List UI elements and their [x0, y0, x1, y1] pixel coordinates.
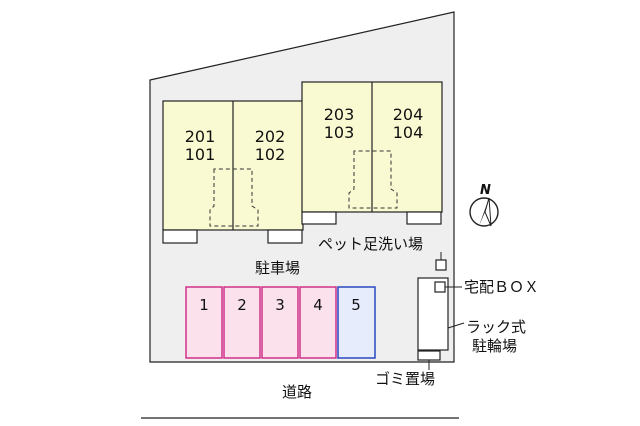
unit-label-203-103: 203 103: [309, 106, 369, 142]
north-arrow-icon: [469, 197, 499, 227]
pet-wash-station: [435, 259, 447, 271]
north-label: N: [480, 183, 491, 198]
garbage-area: [417, 350, 441, 361]
parking-label: 駐車場: [255, 259, 301, 277]
unit-number-upper: 204: [392, 105, 424, 124]
bike-rack-label-line2: 駐輪場: [472, 337, 518, 355]
parking-number: 5: [351, 296, 361, 314]
parking-space-1: [185, 286, 223, 359]
delivery-box: [434, 281, 446, 293]
leader-line: [447, 322, 465, 329]
parking-space-3: [261, 286, 299, 359]
balcony: [406, 211, 442, 225]
building-right: [301, 81, 443, 225]
road-label: 道路: [282, 383, 313, 401]
pet-wash-label: ペット足洗い場: [318, 235, 424, 253]
unit-number-lower: 101: [184, 145, 216, 164]
parking-space-5: [337, 286, 376, 359]
delivery-box-label: 宅配ＢＯＸ: [464, 278, 540, 296]
unit-number-lower: 102: [254, 145, 286, 164]
parking-number: 2: [237, 296, 247, 314]
garbage-label: ゴミ置場: [375, 370, 436, 388]
bike-rack-label-line1: ラック式: [466, 318, 527, 336]
parking-space-2: [223, 286, 261, 359]
balcony: [267, 229, 303, 244]
parking-number: 3: [275, 296, 285, 314]
building-left: [162, 100, 304, 244]
parking-space-4: [299, 286, 337, 359]
parking-number: 4: [313, 296, 323, 314]
unit-label-201-101: 201 101: [170, 128, 230, 164]
balcony: [162, 229, 198, 244]
unit-number-upper: 202: [254, 127, 286, 146]
unit-number-lower: 104: [392, 123, 424, 142]
unit-label-204-104: 204 104: [378, 106, 438, 142]
unit-label-202-102: 202 102: [240, 128, 300, 164]
unit-number-lower: 103: [323, 123, 355, 142]
unit-number-upper: 203: [323, 105, 355, 124]
parking-number: 1: [199, 296, 209, 314]
balcony: [301, 211, 337, 225]
unit-number-upper: 201: [184, 127, 216, 146]
